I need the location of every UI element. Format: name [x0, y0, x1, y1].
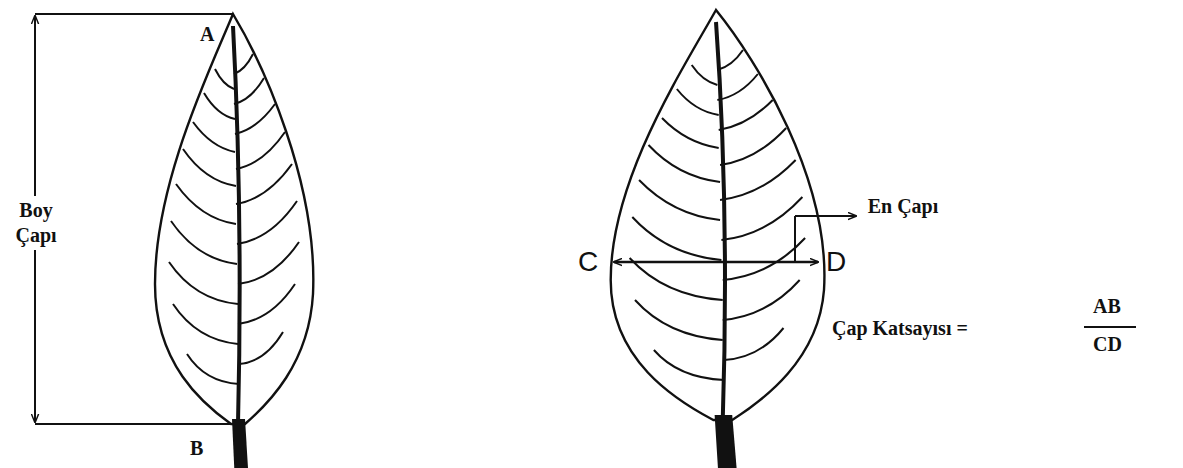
dimension-label: Boy Çapı: [4, 196, 68, 250]
point-label: Çap Katsayısı =: [832, 316, 968, 341]
point-label: D: [826, 244, 846, 279]
leaf-left: [155, 14, 313, 468]
point-label: C: [578, 244, 598, 279]
point-label: B: [190, 436, 203, 461]
dimension-lines: [35, 14, 1136, 424]
point-label: A: [200, 22, 214, 47]
dimension-label: En Çapı: [866, 192, 940, 221]
point-label: AB: [1093, 294, 1121, 319]
leaf-right: [611, 10, 825, 468]
point-label: CD: [1093, 332, 1122, 357]
